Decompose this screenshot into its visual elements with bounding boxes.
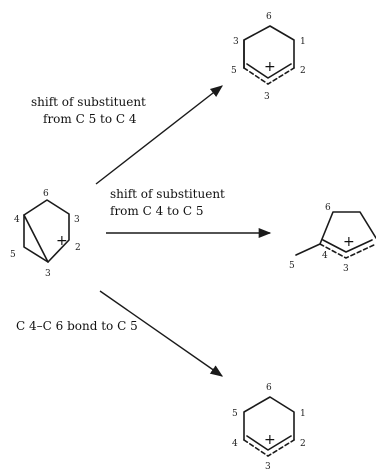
mid-ring-bonds: [319, 211, 376, 245]
path1-label-line2: from C 5 to C 4: [43, 112, 137, 126]
mid-c5-label: 5: [289, 261, 295, 271]
mid-c6-label: 6: [325, 203, 331, 213]
bottom-c1-label: 1: [300, 409, 306, 419]
middle-product-cation: 6 5 4 3 +: [289, 203, 376, 274]
top-product-cation: 6 3 1 5 2 3 +: [231, 12, 306, 102]
start-charge: +: [56, 233, 68, 249]
starting-bicyclic-cation: 6 4 3 5 2 3 +: [10, 189, 81, 279]
bottom-allyl-sigma: [246, 435, 292, 451]
top-charge: +: [264, 59, 276, 75]
bottom-c4-label: 4: [232, 439, 238, 449]
mid-c3-label: 3: [343, 264, 349, 274]
path1-label-line1: shift of substituent: [31, 95, 146, 109]
top-c1-label: 1: [300, 37, 306, 47]
mid-charge: +: [343, 234, 355, 250]
bottom-ring-bonds: [243, 396, 295, 441]
top-c2-label: 2: [300, 66, 306, 76]
mid-c4-label: 4: [322, 251, 328, 261]
top-c6-label: 6: [266, 12, 272, 22]
path2-label-line1: shift of substituent: [110, 187, 225, 201]
start-c6-label: 6: [43, 189, 49, 199]
mid-allyl-delocalized-bond: [319, 243, 376, 259]
top-allyl-sigma: [246, 63, 292, 79]
mid-allyl-sigma: [322, 239, 373, 253]
start-cyclopropane-bond: [23, 214, 49, 263]
bottom-c2-label: 2: [300, 439, 306, 449]
bottom-charge: +: [264, 432, 276, 448]
top-c3-label: 3: [233, 37, 239, 47]
top-c5-label: 5: [231, 66, 237, 76]
bottom-allyl-delocalized-bond: [243, 439, 295, 457]
start-c2-label: 2: [75, 243, 81, 253]
mid-methyl-substituent: [295, 243, 321, 256]
bottom-c6-label: 6: [266, 383, 272, 393]
start-c1-label: 3: [45, 269, 51, 279]
top-allyl-delocalized-bond: [243, 67, 295, 85]
start-c4-label: 4: [14, 215, 20, 225]
top-c3b-label: 3: [264, 92, 270, 102]
start-c5-label: 5: [10, 250, 16, 260]
bottom-product-cation: 6 5 1 4 2 3 +: [232, 383, 306, 469]
arrow-to-bottom-product: [99, 290, 224, 377]
path3-label: C 4–C 6 bond to C 5: [16, 319, 138, 333]
arrow-to-top-product: [95, 85, 223, 185]
bottom-c3-label: 3: [265, 462, 271, 469]
start-c3-label: 3: [74, 215, 80, 225]
start-ring-bonds: [23, 199, 70, 263]
path2-label-line2: from C 4 to C 5: [110, 204, 204, 218]
bottom-c5-label: 5: [232, 409, 238, 419]
